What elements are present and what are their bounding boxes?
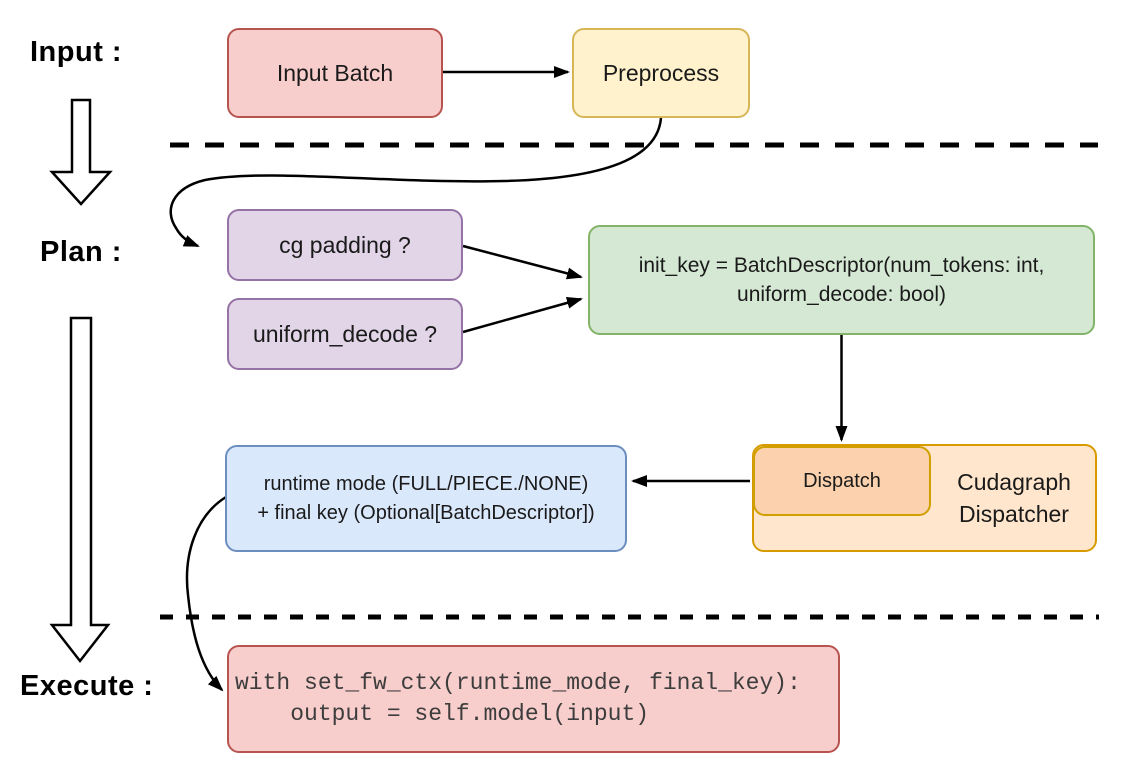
node-init-key-line1: init_key = BatchDescriptor(num_tokens: i… <box>638 254 1045 277</box>
node-init-key: init_key = BatchDescriptor(num_tokens: i… <box>588 225 1095 335</box>
node-uniform-decode-label: uniform_decode ? <box>252 320 438 347</box>
cudagraph-label-line2: Dispatcher <box>959 501 1069 527</box>
node-preprocess-label: Preprocess <box>602 59 720 86</box>
plan-to-execute-arrow <box>49 316 111 664</box>
node-init-key-line2: uniform_decode: bool) <box>737 283 946 306</box>
arrow-uniform-decode-to-init-key <box>462 296 583 334</box>
node-cudagraph-dispatcher-label: Cudagraph Dispatcher <box>933 444 1095 552</box>
node-runtime-mode-line2: + final key (Optional[BatchDescriptor]) <box>257 501 595 524</box>
execute-code-line1: with set_fw_ctx(runtime_mode, final_key)… <box>235 670 801 696</box>
node-execute-code: with set_fw_ctx(runtime_mode, final_key)… <box>227 645 840 753</box>
node-preprocess: Preprocess <box>572 28 750 118</box>
node-dispatch-label: Dispatch <box>803 469 881 492</box>
node-runtime-mode: runtime mode (FULL/PIECE./NONE) + final … <box>225 445 627 552</box>
node-input-batch-label: Input Batch <box>276 59 394 86</box>
node-dispatch: Dispatch <box>753 446 931 516</box>
stage-label-execute: Execute : <box>20 670 154 702</box>
stage-label-input: Input : <box>30 36 123 68</box>
stage-label-plan: Plan : <box>40 236 122 268</box>
arrow-preprocess-to-cg-padding <box>169 117 663 248</box>
node-cg-padding-label: cg padding ? <box>279 231 411 258</box>
arrow-cg-padding-to-init-key <box>462 244 583 280</box>
cudagraph-label-line1: Cudagraph <box>957 469 1071 495</box>
node-uniform-decode: uniform_decode ? <box>227 298 463 370</box>
node-cg-padding: cg padding ? <box>227 209 463 281</box>
execute-code-line2: output = self.model(input) <box>235 701 650 727</box>
arrow-runtime-mode-to-execute-code <box>185 495 227 692</box>
node-input-batch: Input Batch <box>227 28 443 118</box>
node-runtime-mode-line1: runtime mode (FULL/PIECE./NONE) <box>263 472 589 495</box>
input-to-plan-arrow <box>49 98 113 206</box>
